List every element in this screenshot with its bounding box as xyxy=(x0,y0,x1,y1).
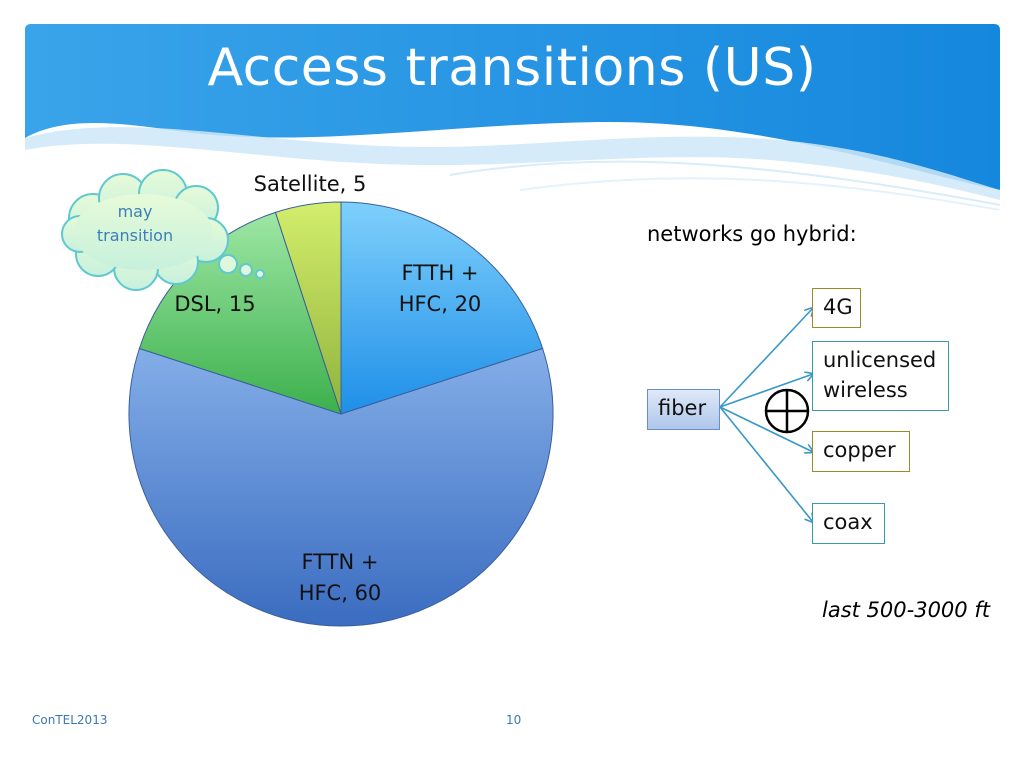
pie-slice-fttn-hfc xyxy=(128,347,554,627)
page-number: 10 xyxy=(506,713,522,727)
label-dsl: DSL, 15 xyxy=(174,292,256,316)
label-ftth: FTTH + HFC, 20 xyxy=(398,261,482,316)
oplus-icon xyxy=(764,388,810,434)
label-satellite: Satellite, 5 xyxy=(253,172,367,196)
hybrid-heading: networks go hybrid: xyxy=(647,222,857,246)
pie-slice-ftth-hfc xyxy=(340,201,544,415)
slide-title: Access transitions (US) xyxy=(207,38,817,98)
target-4g-box: 4G xyxy=(812,288,861,328)
arrow-to-coax xyxy=(719,406,813,522)
thought-bubble xyxy=(61,169,265,291)
pie-slice-satellite xyxy=(274,201,342,415)
last-mile-note: last 500-3000 ft xyxy=(822,598,990,622)
arrow-to-4g xyxy=(719,308,813,408)
callout-text: may transition xyxy=(96,202,174,245)
target-wireless-box: unlicensed wireless xyxy=(812,341,949,411)
title-banner xyxy=(25,24,1001,210)
footer-left: ConTEL2013 xyxy=(32,713,108,727)
arrow-to-copper xyxy=(719,406,813,452)
target-coax-box: coax xyxy=(812,503,885,544)
label-fttn: FTTN + HFC, 60 xyxy=(298,550,382,605)
target-copper-box: copper xyxy=(812,431,910,472)
arrow-to-wireless xyxy=(719,374,813,408)
fiber-box: fiber xyxy=(647,389,720,430)
